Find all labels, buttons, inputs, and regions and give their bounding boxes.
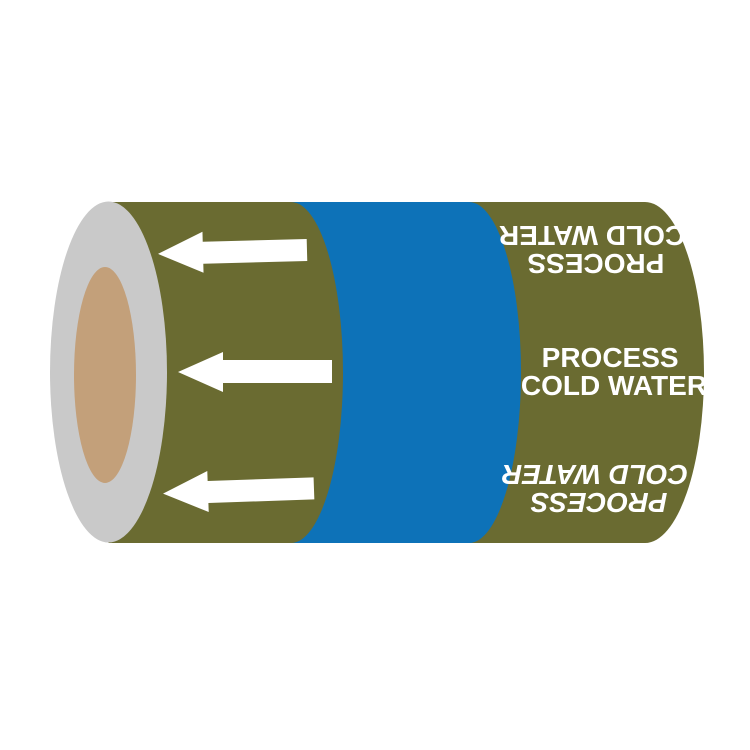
label-top-line1: PROCESS bbox=[527, 248, 664, 279]
flow-arrow-bottom left-arrow-icon bbox=[163, 471, 315, 513]
label-bottom-line1: PROCESS bbox=[530, 487, 667, 518]
flow-arrow-middle left-arrow-icon bbox=[178, 352, 332, 392]
label-top-line2: COLD WATER bbox=[499, 220, 685, 251]
flow-arrow-top left-arrow-icon bbox=[158, 231, 308, 273]
svg-text:PROCESS COLD WATER: PROCESS COLD WATER bbox=[521, 342, 707, 401]
label-middle-line2: COLD WATER bbox=[521, 370, 707, 401]
label-text-bottom: PROCESS COLD WATER bbox=[501, 459, 688, 518]
label-text-middle: PROCESS COLD WATER bbox=[521, 342, 707, 401]
color-band bbox=[291, 202, 521, 543]
label-text-top: PROCESS COLD WATER bbox=[499, 220, 685, 279]
label-bottom-line2: COLD WATER bbox=[501, 459, 688, 490]
pipe-bore bbox=[74, 267, 136, 483]
svg-text:PROCESS COLD WATER: PROCESS COLD WATER bbox=[501, 459, 688, 518]
label-middle-line1: PROCESS bbox=[542, 342, 679, 373]
svg-text:PROCESS COLD WATER: PROCESS COLD WATER bbox=[499, 220, 685, 279]
